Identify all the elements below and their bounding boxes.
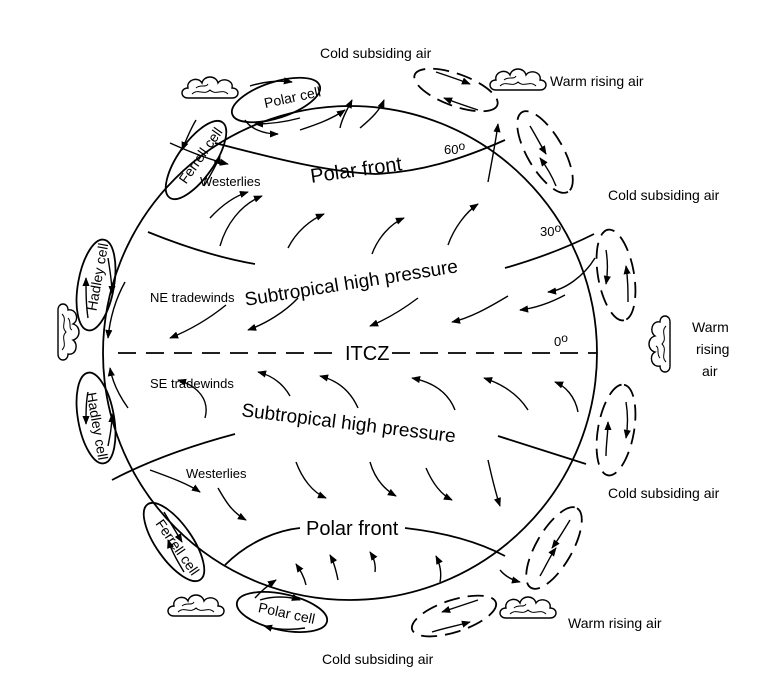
ferrell-cell-south-right <box>525 506 583 590</box>
subtropical-high-south-line <box>111 433 587 481</box>
label-air-right: air <box>702 363 718 379</box>
polar-cell-north-right <box>413 67 499 113</box>
polar-cell-north <box>230 76 322 128</box>
cloud-icon <box>648 315 671 373</box>
ferrell-cell-south <box>142 502 206 582</box>
label-cold-subsiding-air-bottom: Cold subsiding air <box>322 651 434 667</box>
cloud-icon <box>57 303 80 361</box>
label-lat-60: 60o <box>444 139 465 157</box>
hadley-cell-north <box>75 238 117 332</box>
label-warm-right: Warm <box>692 319 729 335</box>
se-tradewind-arrows <box>107 367 579 419</box>
subtropical-high-north-line <box>147 231 595 269</box>
westerly-arrows-north <box>169 99 501 255</box>
label-polar-cell-south: Polar cell <box>257 599 317 627</box>
label-itcz: ITCZ <box>345 343 389 365</box>
label-ne-tradewinds: NE tradewinds <box>150 290 235 305</box>
label-rising-right: rising <box>696 341 729 357</box>
cloud-icon <box>499 596 557 619</box>
label-polar-cell-north: Polar cell <box>263 83 323 111</box>
label-subtropical-high-pressure-south: Subtropical high pressure <box>240 400 456 447</box>
ferrell-cell-north <box>164 119 228 200</box>
label-warm-rising-air-bottom: Warm rising air <box>568 615 662 631</box>
ferrell-cell-north-right <box>516 110 574 194</box>
hadley-cell-north-right <box>595 228 637 322</box>
polar-cell-south <box>235 591 329 633</box>
label-cold-subsiding-air-right-lower: Cold subsiding air <box>608 485 720 501</box>
label-ferrell-cell-south: Ferrell cell <box>153 516 203 578</box>
label-subtropical-high-pressure-north: Subtropical high pressure <box>243 256 459 310</box>
label-westerlies-south: Westerlies <box>186 466 247 481</box>
label-westerlies-north: Westerlies <box>200 174 261 189</box>
cloud-icon <box>167 594 225 617</box>
label-cold-subsiding-air-top: Cold subsiding air <box>320 45 432 61</box>
label-warm-rising-air-top: Warm rising air <box>550 73 644 89</box>
cloud-icon <box>181 76 239 99</box>
label-polar-front-south: Polar front <box>306 518 399 540</box>
polar-front-north-line <box>214 139 506 175</box>
label-lat-30: 30o <box>540 221 561 239</box>
polar-cell-south-right <box>410 594 498 638</box>
hadley-cell-south-right <box>595 383 637 477</box>
label-se-tradewinds: SE tradewinds <box>150 376 234 391</box>
westerly-arrows-south <box>149 459 521 599</box>
hadley-cell-south <box>75 371 117 465</box>
label-polar-front-north: Polar front <box>309 153 404 188</box>
ne-tradewind-arrows <box>105 257 596 339</box>
label-lat-0: 0o <box>554 331 568 349</box>
label-cold-subsiding-air-right-upper: Cold subsiding air <box>608 187 720 203</box>
cloud-icon <box>489 68 547 91</box>
polar-front-south-line <box>224 527 506 566</box>
